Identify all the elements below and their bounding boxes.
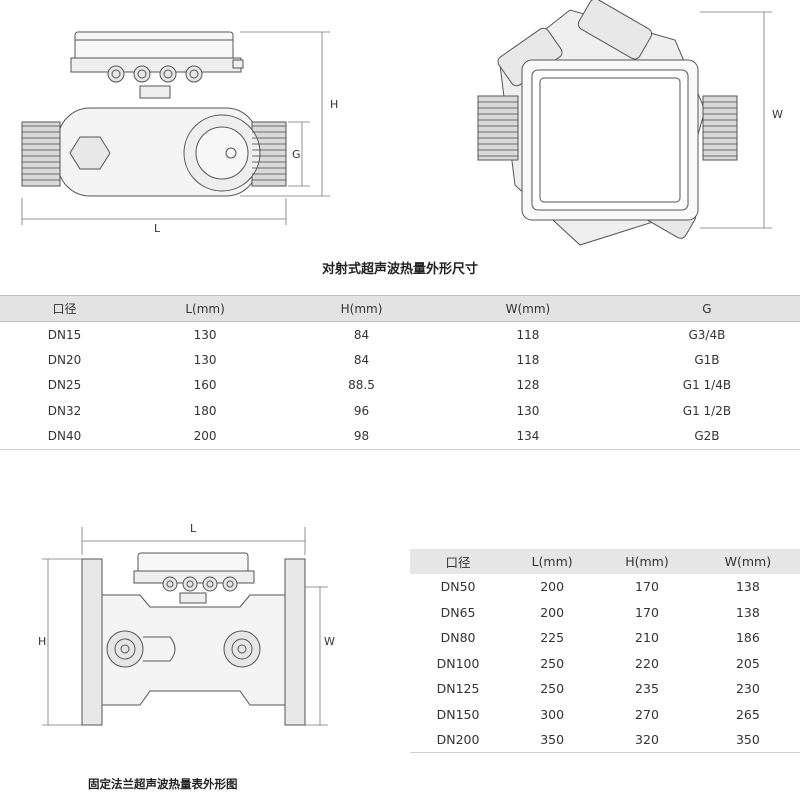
table-cell: DN80 [440,630,476,646]
header-cell: L(mm) [129,295,282,322]
table-cell: 350 [506,727,599,753]
table-cell: 96 [353,403,370,418]
table-cell: G2B [613,423,800,450]
table-cell: DN200 [410,727,507,753]
table-row: DN32 180 96 130 G1 1/2B [0,398,800,424]
table-cell: 128 [516,378,540,393]
table-cell: 235 [635,681,659,697]
header-cell: H(mm) [281,295,442,322]
table-cell: 250 [540,655,565,671]
table-row: DN25 160 88.5 128 G1 1/4B [0,373,800,399]
table-cell: DN150 [436,706,480,722]
table-cell: 138 [735,604,760,620]
header-cell: G [613,295,800,322]
table-row: DN80 225 210 186 [410,625,800,651]
table-row: DN20 130 84 118 G1B [0,347,800,373]
table-cell: 210 [635,630,659,646]
table-row: DN100 250 220 205 [410,651,800,677]
table-cell: 134 [441,423,614,450]
table-cell: G3/4B [688,327,726,342]
table-row: DN150 300 270 265 [410,702,800,728]
table-cell: 220 [635,655,659,671]
dim-h-label: H [38,635,46,648]
table-cell: 98 [281,423,442,450]
table-cell: 84 [353,327,370,342]
table-cell: 186 [735,630,760,646]
table-row: DN15 130 84 118 G3/4B [0,322,800,348]
table-row: DN65 200 170 138 [410,600,800,626]
table-cell: 200 [540,604,565,620]
table-row: DN40 200 98 134 G2B [0,423,800,450]
table-cell: DN20 [47,352,82,367]
dim-w-label: W [324,635,335,648]
table-cell: 205 [735,655,760,671]
table-cell: DN15 [47,327,82,342]
table-cell: 88.5 [348,378,375,393]
bottom-section-title: 固定法兰超声波热量表外形图 [88,777,238,791]
table-cell: 130 [193,352,217,367]
table-cell: DN125 [436,681,480,697]
table-row: DN200 350 320 350 [410,727,800,753]
table-cell: 160 [193,378,217,393]
table-cell: 170 [635,604,659,620]
table-cell: 270 [635,706,659,722]
table-cell: 225 [540,630,565,646]
table-cell: DN100 [436,655,480,671]
table-cell: 250 [540,681,565,697]
table-cell: DN50 [440,579,476,595]
header-cell: H(mm) [598,549,696,574]
table-cell: 265 [735,706,760,722]
table-cell: 350 [695,727,800,753]
dim-l-label: L [154,222,161,235]
table-cell: 180 [193,403,217,418]
table-cell: 300 [540,706,565,722]
threaded-meter-side-view: H G L [21,31,338,235]
dim-l-label: L [190,522,197,535]
table-row: DN50 200 170 138 [410,574,800,600]
threaded-dimension-table: 口径 L(mm) H(mm) W(mm) G DN15 130 84 118 G… [0,295,800,450]
dim-h-label: H [330,98,338,111]
header-cell: W(mm) [441,295,614,322]
dim-w-label: W [772,108,783,121]
table-cell: G1 1/2B [682,403,732,418]
table-cell: G1 1/4B [682,378,732,393]
header-cell: L(mm) [506,549,599,574]
table-cell: 118 [516,352,540,367]
table-cell: DN40 [0,423,130,450]
table-cell: 138 [735,579,760,595]
table-header-row: 口径 L(mm) H(mm) W(mm) G [0,295,800,322]
table-cell: 130 [516,403,540,418]
top-section-title: 对射式超声波热量外形尺寸 [321,262,478,277]
table-cell: 130 [193,327,217,342]
header-cell: W(mm) [695,549,800,574]
table-cell: 118 [516,327,540,342]
table-cell: 200 [540,579,565,595]
table-header-row: 口径 L(mm) H(mm) W(mm) [410,549,800,574]
table-cell: DN25 [47,378,82,393]
table-cell: DN65 [440,604,476,620]
table-row: DN125 250 235 230 [410,676,800,702]
table-cell: 230 [735,681,760,697]
table-cell: DN32 [47,403,82,418]
flanged-dimension-table: 口径 L(mm) H(mm) W(mm) DN50 200 170 138 DN… [410,549,800,753]
table-cell: 200 [129,423,282,450]
dim-g-label: G [292,148,301,161]
table-cell: 320 [598,727,696,753]
table-cell: G1B [694,352,720,367]
threaded-meter-top-view: W [477,0,783,246]
header-cell: 口径 [410,549,507,574]
table-cell: 170 [635,579,659,595]
header-cell: 口径 [0,295,130,322]
table-cell: 84 [353,352,370,367]
flanged-meter-drawing: L H W [38,522,335,726]
